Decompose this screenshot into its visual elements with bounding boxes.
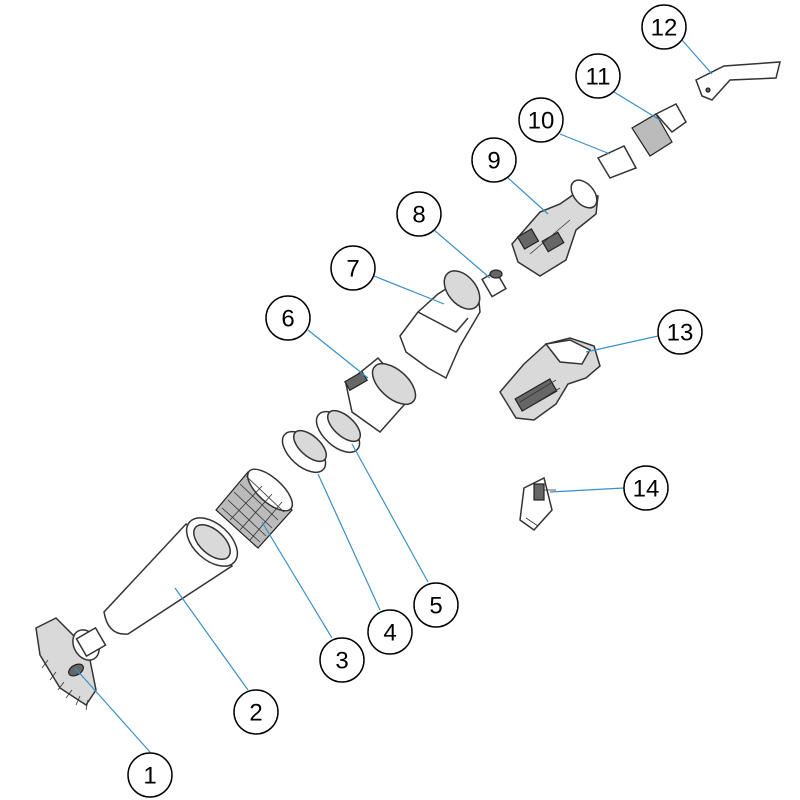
- callout-6[interactable]: 6: [265, 295, 311, 341]
- leader-line-14: [549, 487, 625, 493]
- callout-12[interactable]: 12: [641, 4, 687, 50]
- leader-line-12: [681, 39, 713, 75]
- callout-circle-13: [657, 309, 703, 355]
- callout-14[interactable]: 14: [623, 465, 669, 511]
- callout-circle-1: [127, 752, 173, 798]
- leader-line-7: [373, 275, 445, 305]
- leader-line-8: [433, 229, 491, 279]
- callout-label-14: 14: [633, 476, 660, 503]
- callout-circle-2: [233, 689, 279, 735]
- callout-label-1: 1: [143, 763, 156, 790]
- leader-line-1: [74, 667, 151, 753]
- leader-line-6: [307, 329, 369, 379]
- callout-11[interactable]: 11: [575, 53, 621, 99]
- leader-line-13: [585, 335, 659, 353]
- callout-label-4: 4: [383, 620, 396, 647]
- callout-label-5: 5: [429, 593, 442, 620]
- part-4-ring[interactable]: [275, 424, 332, 480]
- callout-10[interactable]: 10: [518, 97, 564, 143]
- part-13-handle-body[interactable]: [499, 337, 601, 421]
- callout-circle-8: [396, 191, 442, 237]
- callout-circle-12: [641, 4, 687, 50]
- leader-line-4: [317, 473, 381, 611]
- callout-label-3: 3: [335, 648, 348, 675]
- leader-lines: [74, 39, 713, 753]
- callout-label-13: 13: [667, 320, 694, 347]
- callout-label-12: 12: [651, 15, 678, 42]
- callout-label-11: 11: [586, 64, 611, 91]
- callout-8[interactable]: 8: [396, 191, 442, 237]
- callout-circle-10: [518, 97, 564, 143]
- part-7-motor-cover[interactable]: [399, 264, 487, 380]
- callout-circle-9: [471, 137, 517, 183]
- callout-13[interactable]: 13: [657, 309, 703, 355]
- part-10-sleeve[interactable]: [596, 145, 638, 179]
- part-9-motor-assembly[interactable]: [511, 175, 602, 277]
- leader-line-9: [507, 177, 549, 215]
- callout-9[interactable]: 9: [471, 137, 517, 183]
- callout-circle-6: [265, 295, 311, 341]
- leader-line-3: [261, 521, 333, 639]
- callout-circle-14: [623, 465, 669, 511]
- callout-circle-5: [413, 582, 459, 628]
- callout-circle-11: [575, 53, 621, 99]
- part-3-mesh-filter[interactable]: [215, 462, 299, 549]
- callout-circle-7: [330, 245, 376, 291]
- callout-label-9: 9: [487, 148, 500, 175]
- leader-line-2: [174, 587, 249, 691]
- part-11-handle-connector[interactable]: [631, 103, 687, 157]
- callout-label-8: 8: [412, 202, 425, 229]
- leader-line-11: [613, 91, 661, 121]
- callout-4[interactable]: 4: [367, 609, 413, 655]
- part-8-connector[interactable]: [481, 269, 507, 298]
- callout-label-10: 10: [528, 108, 555, 135]
- callout-1[interactable]: 1: [127, 752, 173, 798]
- leader-line-10: [559, 133, 611, 155]
- callout-label-6: 6: [281, 306, 294, 333]
- callout-3[interactable]: 3: [319, 637, 365, 683]
- callout-2[interactable]: 2: [233, 689, 279, 735]
- callout-circle-3: [319, 637, 365, 683]
- callout-label-7: 7: [346, 256, 359, 283]
- part-6-filter-housing[interactable]: [344, 356, 423, 434]
- leader-line-5: [351, 443, 429, 583]
- part-14-charger-plug[interactable]: [519, 476, 556, 531]
- callout-7[interactable]: 7: [330, 245, 376, 291]
- callout-5[interactable]: 5: [413, 582, 459, 628]
- part-5-seal[interactable]: [309, 404, 366, 460]
- callout-circle-4: [367, 609, 413, 655]
- part-1-brush-head[interactable]: [35, 617, 107, 711]
- part-12-extension-tip[interactable]: [695, 61, 781, 101]
- part-2-canister[interactable]: [103, 509, 246, 635]
- callout-label-2: 2: [249, 700, 262, 727]
